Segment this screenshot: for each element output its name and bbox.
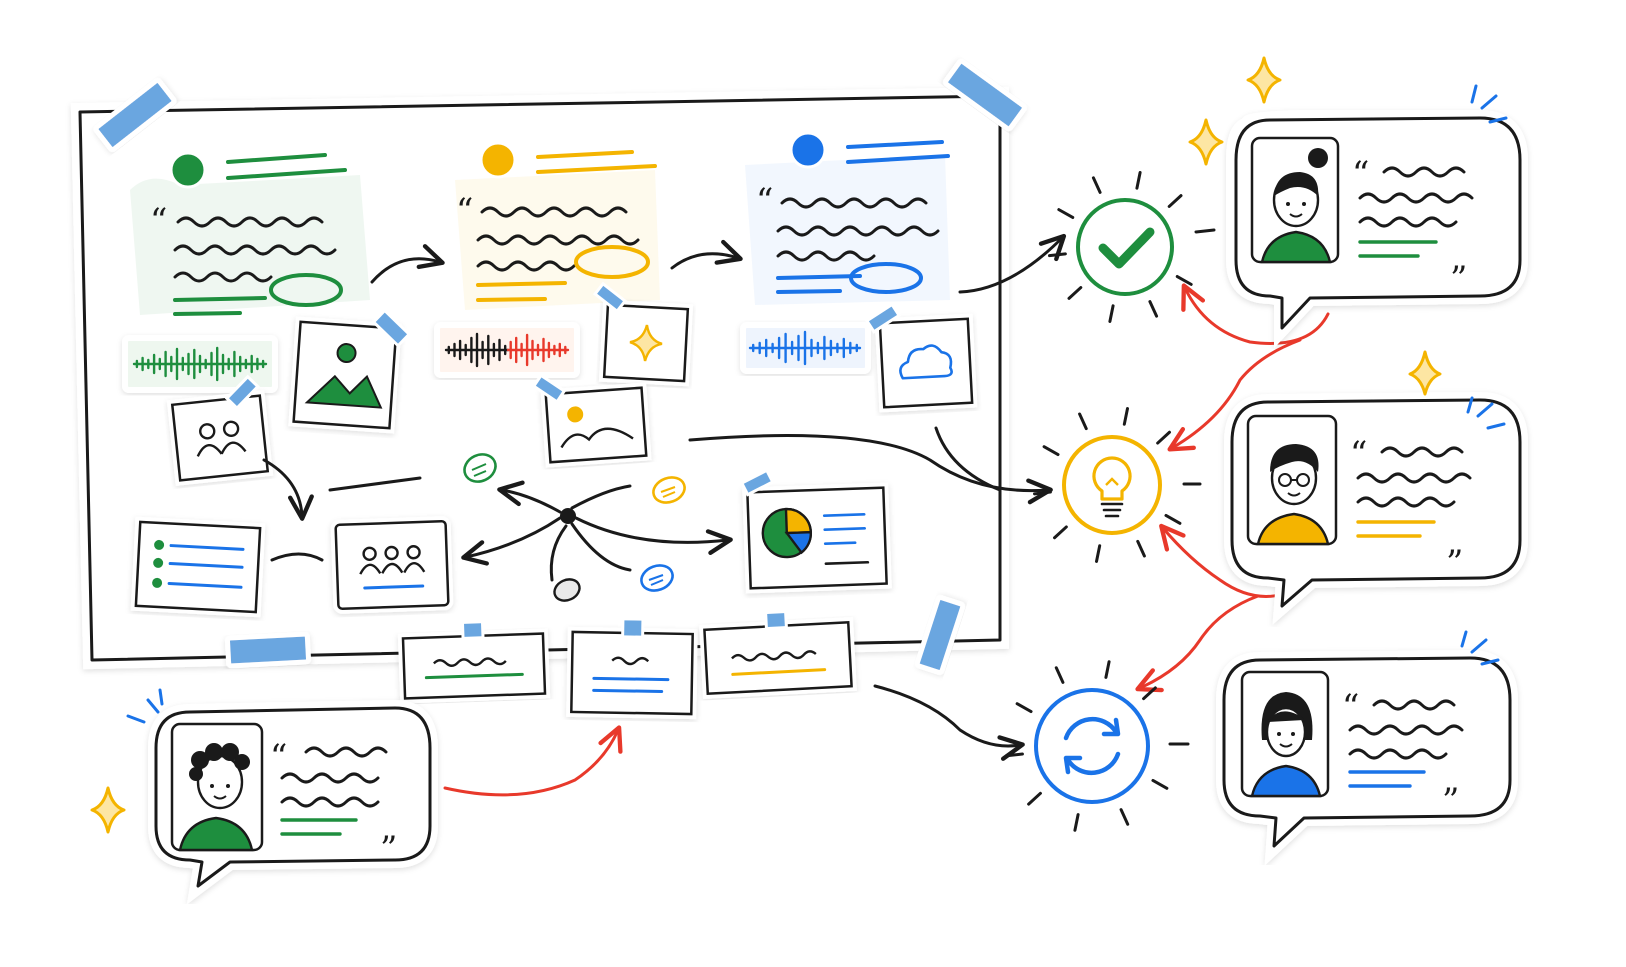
ray (1015, 702, 1033, 714)
speech-bubble-left: “ ” (126, 688, 438, 905)
ray (1057, 208, 1075, 219)
connector-dash (1168, 228, 1216, 746)
image-icon (531, 373, 652, 468)
quote-icon: “ (150, 201, 167, 241)
feedback-card-blue: “ (745, 131, 950, 305)
note-card (397, 620, 551, 704)
quote-icon: “ (1350, 434, 1367, 474)
ray (1005, 752, 1024, 758)
image-icon (288, 308, 412, 434)
ray (1164, 513, 1182, 525)
check-icon (1047, 171, 1193, 323)
quote-icon: ” (1446, 543, 1463, 583)
ray (1042, 445, 1060, 457)
hub-node (463, 453, 686, 602)
quote-icon: ” (1450, 259, 1467, 299)
ray (1047, 252, 1067, 258)
feedback-card-yellow: “ (455, 141, 660, 310)
status-dot (789, 131, 827, 169)
ray (1122, 407, 1129, 426)
sparkle-icon (90, 56, 1442, 834)
people-icon (166, 374, 274, 486)
soundwave-icon (740, 322, 871, 374)
avatar (1250, 136, 1340, 264)
ray (1119, 808, 1130, 826)
status-dot (479, 141, 517, 179)
ray (1167, 194, 1183, 208)
ray (1027, 791, 1042, 806)
tape-strip (93, 58, 1027, 675)
quote-icon: ” (1442, 781, 1459, 821)
ray (1054, 666, 1065, 684)
status-dot (169, 151, 207, 189)
ray (1108, 304, 1115, 323)
sparkle-icon (592, 281, 694, 387)
speech-bubble-top: “ ” (1226, 84, 1528, 349)
ray (1033, 490, 1052, 496)
ray (1073, 813, 1080, 832)
ray (1135, 171, 1142, 190)
ray (1078, 412, 1088, 431)
speech-bubble-bottom: “ ” (1216, 630, 1518, 866)
ray (1148, 300, 1159, 318)
cloud-icon (864, 302, 978, 413)
note-card (699, 609, 857, 699)
ray (1151, 778, 1169, 790)
list-card (130, 516, 266, 618)
group-icon (330, 516, 454, 614)
avatar (1240, 670, 1330, 798)
ray (1067, 286, 1083, 300)
ray (1175, 275, 1193, 286)
ray (1136, 539, 1146, 558)
soundwave-icon (122, 335, 278, 393)
quote-icon: “ (756, 181, 773, 221)
flow-arrows (262, 233, 1067, 761)
feedback-card-green: “ (130, 151, 370, 316)
note-card (566, 617, 698, 720)
speech-bubble-middle: “ ” (1224, 391, 1528, 625)
ray (1156, 430, 1171, 445)
quote-icon: “ (1342, 687, 1359, 727)
ray (1091, 176, 1102, 194)
soundwave-icon (434, 322, 580, 378)
ray (1142, 686, 1157, 701)
quote-icon: “ (456, 191, 473, 231)
ray (1053, 525, 1068, 540)
ray (1104, 660, 1111, 679)
quote-icon: ” (380, 829, 397, 869)
refresh-icon (1005, 660, 1169, 832)
pie-chart-icon (739, 468, 892, 594)
avatar (1246, 414, 1338, 546)
feedback-arrows (443, 283, 1330, 797)
quote-icon: “ (270, 737, 287, 777)
lightbulb-icon (1033, 407, 1182, 563)
avatar (170, 722, 264, 852)
quote-icon: “ (1352, 154, 1369, 194)
ray (1095, 544, 1102, 563)
